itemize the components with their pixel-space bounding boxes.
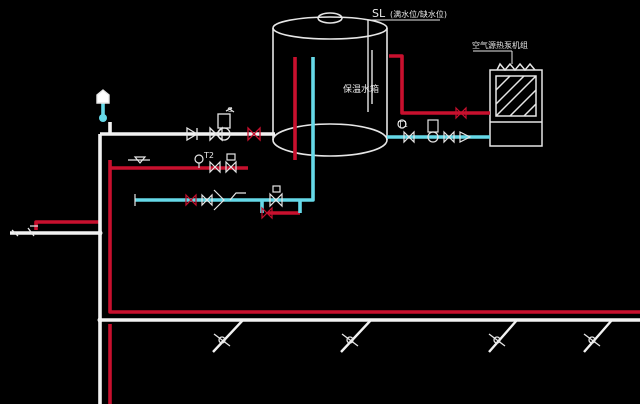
- main-pipes: [10, 122, 640, 404]
- t2-label: T2: [203, 151, 214, 160]
- drop-branches: [212, 319, 613, 353]
- faucet-icon: [11, 225, 38, 237]
- float-switch-icon: [128, 156, 150, 164]
- pump-icon: [217, 107, 235, 141]
- heat-pump-leader: [473, 50, 513, 64]
- heat-pump-label: 空气源热泵机组: [472, 40, 528, 50]
- sl-code: SL: [372, 7, 386, 20]
- return-valves: [403, 106, 472, 144]
- check-valve-icon: [186, 126, 199, 142]
- cold-line-valves: [134, 185, 283, 220]
- solenoid-valve-icon: [209, 153, 237, 174]
- s-mark: S: [228, 106, 233, 114]
- tee-fittings: [97, 230, 103, 323]
- t1-label: T1: [397, 120, 408, 129]
- drop-valves: [213, 333, 601, 347]
- cold-water-pipes: [101, 57, 490, 213]
- heat-pump-unit: [489, 62, 543, 147]
- level-sensor: [367, 20, 373, 112]
- sl-note: (满水位/缺水位): [390, 9, 447, 19]
- tank-label: 保温水箱: [343, 83, 379, 95]
- storage-tank: [272, 12, 388, 157]
- thermometer-icon: [194, 119, 407, 168]
- gate-valve-icon: [209, 126, 261, 142]
- air-vent-icon: [96, 89, 110, 122]
- hot-water-pipes: [34, 54, 640, 404]
